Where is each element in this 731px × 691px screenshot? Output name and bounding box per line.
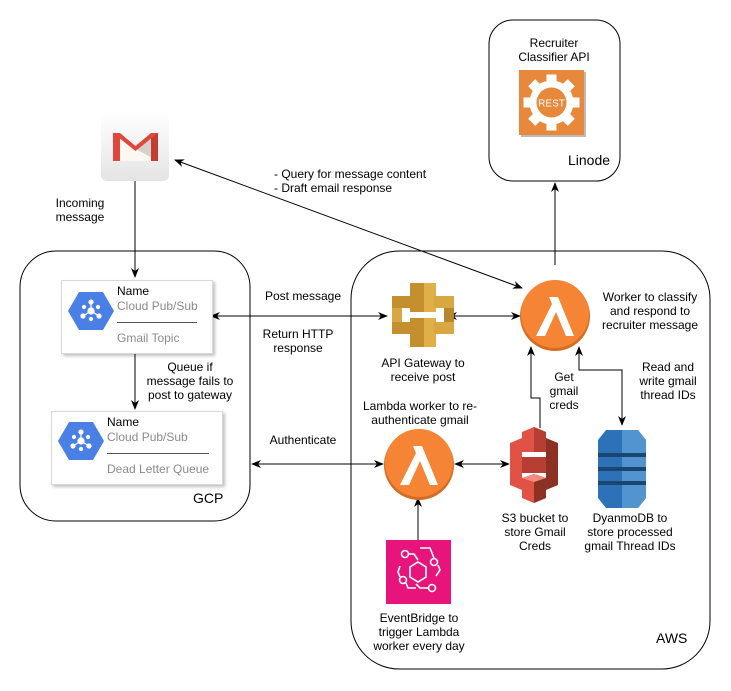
pubsub-icon — [58, 422, 104, 460]
query-draft-label: - Query for message content - Draft emai… — [274, 167, 427, 195]
card-name: Gmail Topic — [117, 331, 180, 345]
api-gateway-label: API Gateway to receive post — [381, 356, 465, 384]
s3-label: S3 bucket to store Gmail Creds — [501, 511, 569, 553]
incoming-message-label: Incoming message — [55, 196, 105, 224]
linode-region — [488, 19, 621, 182]
return-http-label: Return HTTP response — [262, 327, 334, 355]
card-divider — [117, 322, 197, 323]
card-name: Dead Letter Queue — [107, 462, 210, 476]
eventbridge-label: EventBridge to trigger Lambda worker eve… — [373, 611, 465, 653]
card-divider — [107, 453, 209, 454]
reauth-lambda-label: Lambda worker to re- authenticate gmail — [362, 399, 478, 427]
classifier-api-label: Recruiter Classifier API — [518, 36, 590, 64]
linode-label: Linode — [568, 152, 611, 168]
gmail-icon[interactable] — [101, 113, 169, 181]
eventbridge-icon — [386, 540, 451, 604]
edge-s3-to-worker — [527, 346, 541, 428]
rest-api-gear-icon: REST — [519, 70, 586, 137]
card-service: Cloud Pub/Sub — [107, 430, 188, 444]
card-title: Name — [107, 415, 140, 429]
card-service: Cloud Pub/Sub — [117, 299, 198, 313]
gcp-label: GCP — [193, 490, 224, 506]
pubsub-icon — [68, 292, 114, 330]
dynamodb-icon — [598, 430, 646, 508]
lambda-icon — [520, 280, 590, 351]
rest-text: REST — [538, 99, 565, 110]
gmail-topic-card[interactable]: Name Cloud Pub/Sub Gmail Topic — [61, 280, 213, 354]
api-gateway-icon — [392, 283, 454, 347]
card-title: Name — [117, 284, 150, 298]
thread-ids-label: Read and write gmail thread IDs — [639, 360, 697, 402]
get-creds-label: Get gmail creds — [549, 370, 579, 412]
lambda-icon — [384, 429, 454, 500]
aws-label: AWS — [656, 630, 688, 646]
edge-worker-dynamodb — [575, 346, 626, 426]
queue-label: Queue if message fails to post to gatewa… — [146, 360, 234, 402]
dynamodb-label: DyanmoDB to store processed gmail Thread… — [584, 511, 676, 553]
post-message-label: Post message — [264, 289, 342, 303]
dead-letter-queue-card[interactable]: Name Cloud Pub/Sub Dead Letter Queue — [51, 411, 223, 485]
worker-lambda-label: Worker to classify and respond to recrui… — [601, 290, 699, 332]
edge-gmail-worker — [174, 159, 523, 289]
s3-bucket-icon — [510, 427, 558, 503]
authenticate-label: Authenticate — [269, 433, 337, 447]
